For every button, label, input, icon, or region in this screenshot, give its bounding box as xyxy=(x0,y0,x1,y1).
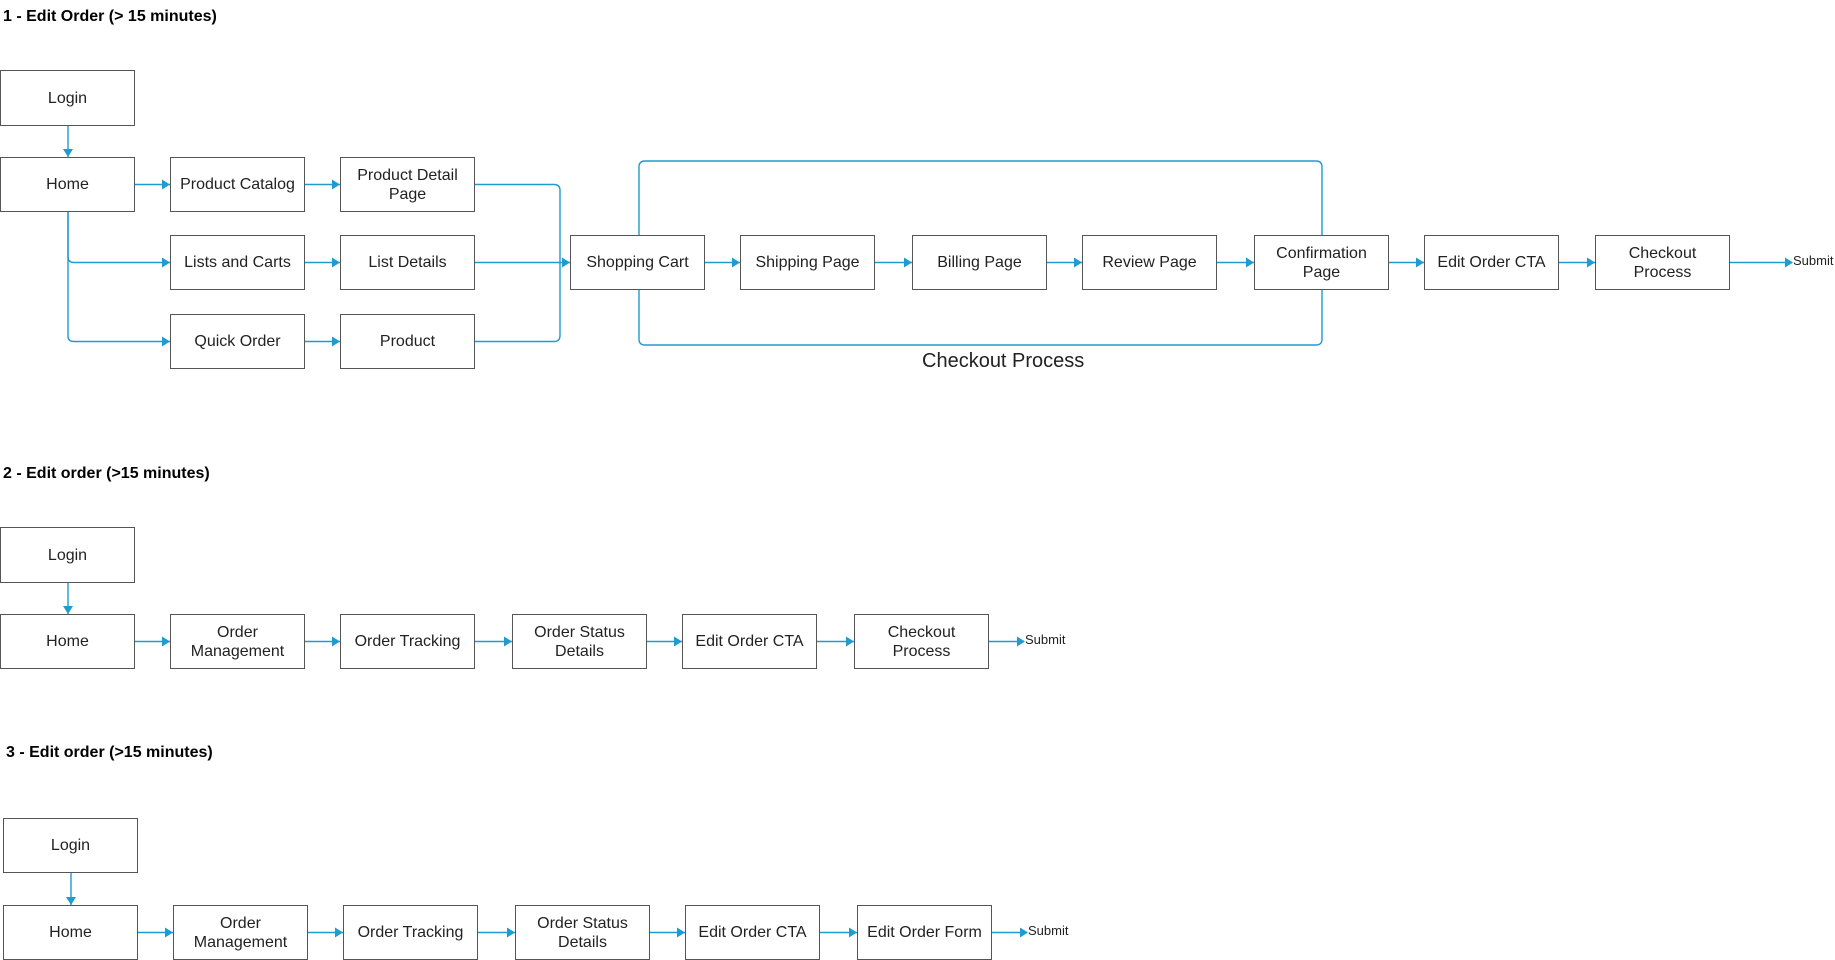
flow-1-connector-home-quick-order xyxy=(67,212,170,343)
flow-1-checkout-process-loop-top xyxy=(638,160,1323,235)
flow-3-node-edit-order-cta[interactable]: Edit Order CTA xyxy=(685,905,820,960)
flow-2-node-login[interactable]: Login xyxy=(0,527,135,583)
flow-1-connector-home-lists-and-carts xyxy=(67,212,170,264)
flow-2-submit-label: Submit xyxy=(1025,632,1066,647)
flow-1-node-home[interactable]: Home xyxy=(0,157,135,212)
flow-1-node-product-catalog[interactable]: Product Catalog xyxy=(170,157,305,212)
flow-1-node-confirmation-page[interactable]: Confirmation Page xyxy=(1254,235,1389,290)
flow-3-node-order-tracking[interactable]: Order Tracking xyxy=(343,905,478,960)
flow-3-node-order-management[interactable]: Order Management xyxy=(173,905,308,960)
flow-1-node-shopping-cart[interactable]: Shopping Cart xyxy=(570,235,705,290)
flow-2-node-order-tracking[interactable]: Order Tracking xyxy=(340,614,475,669)
flow-3-heading: 3 - Edit order (>15 minutes) xyxy=(6,744,213,761)
flow-1-node-review-page[interactable]: Review Page xyxy=(1082,235,1217,290)
flow-1-node-login[interactable]: Login xyxy=(0,70,135,126)
flow-1-node-product[interactable]: Product xyxy=(340,314,475,369)
flow-1-checkout-process-group-label: Checkout Process xyxy=(922,350,1085,372)
flow-2-node-edit-order-cta[interactable]: Edit Order CTA xyxy=(682,614,817,669)
flow-2-node-home[interactable]: Home xyxy=(0,614,135,669)
flow-2-node-order-status-details[interactable]: Order Status Details xyxy=(512,614,647,669)
flow-1-node-quick-order[interactable]: Quick Order xyxy=(170,314,305,369)
flow-1-node-edit-order-cta[interactable]: Edit Order CTA xyxy=(1424,235,1559,290)
flow-1-submit-label: Submit xyxy=(1793,253,1834,268)
flow-1-connector-product-detail-merge xyxy=(475,183,561,263)
flow-2-heading: 2 - Edit order (>15 minutes) xyxy=(3,465,210,482)
flow-1-node-shipping-page[interactable]: Shipping Page xyxy=(740,235,875,290)
flow-3-node-order-status-details[interactable]: Order Status Details xyxy=(515,905,650,960)
flow-1-heading: 1 - Edit Order (> 15 minutes) xyxy=(3,8,217,25)
flow-3-node-login[interactable]: Login xyxy=(3,818,138,873)
flow-2-node-order-management[interactable]: Order Management xyxy=(170,614,305,669)
flow-1-node-list-details[interactable]: List Details xyxy=(340,235,475,290)
flow-1-checkout-process-loop-bottom xyxy=(638,290,1323,346)
flow-1-node-product-detail-page[interactable]: Product Detail Page xyxy=(340,157,475,212)
flow-1-node-checkout-process[interactable]: Checkout Process xyxy=(1595,235,1730,290)
flow-1-connector-product-merge xyxy=(475,262,561,343)
flow-3-node-edit-order-form[interactable]: Edit Order Form xyxy=(857,905,992,960)
flow-3-node-home[interactable]: Home xyxy=(3,905,138,960)
flow-1-node-billing-page[interactable]: Billing Page xyxy=(912,235,1047,290)
flow-1-node-lists-and-carts[interactable]: Lists and Carts xyxy=(170,235,305,290)
flow-3-submit-label: Submit xyxy=(1028,923,1069,938)
flow-2-node-checkout-process[interactable]: Checkout Process xyxy=(854,614,989,669)
